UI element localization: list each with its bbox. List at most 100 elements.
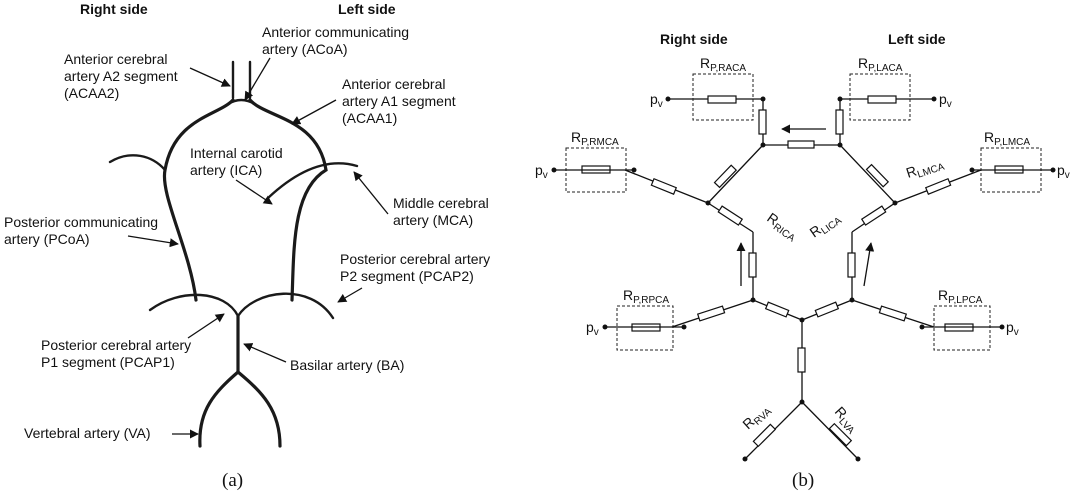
r-p-lmca-main: R: [984, 129, 994, 145]
circuit-nodes: [551, 96, 1056, 462]
r-lmca-sub: LMCA: [916, 161, 946, 180]
node-rpca: [750, 297, 756, 303]
raca-peripheral-box: [692, 73, 754, 121]
pv-lpca-sub: v: [1014, 327, 1019, 338]
resistor-laca: [867, 95, 897, 104]
pcap1-label-line2: P1 segment (PCAP1): [41, 354, 175, 370]
r-p-laca-label: RP,LACA: [858, 55, 903, 74]
r-p-raca-sub: P,RACA: [710, 63, 746, 74]
pcoa-pointer-arrow: [127, 235, 179, 248]
mca-pointer-arrow: [353, 171, 389, 215]
node-lva-terminal: [855, 456, 861, 462]
ba-pointer-arrow: [243, 343, 287, 363]
ica-label-line2: artery (ICA): [190, 162, 262, 178]
resistor-rmca-branch: [650, 177, 678, 195]
left-acaa1-ica-pcoa-vessel: [248, 98, 328, 302]
node-rica-top: [705, 200, 711, 206]
pv-laca-main: p: [939, 91, 947, 107]
racа-wire: [668, 98, 764, 204]
resistor-lacaa2: [865, 163, 890, 188]
pv-rmca-sub: v: [543, 170, 548, 181]
acaa1-label-line1: Anterior cerebral: [342, 76, 446, 92]
pv-rpca-main: p: [586, 319, 594, 335]
resistor-ba: [797, 347, 806, 373]
r-lmca-main: R: [904, 163, 919, 181]
r-p-rmca-label: RP,RMCA: [571, 129, 619, 148]
lpca-peripheral-box: [933, 305, 991, 351]
resistor-racaa2: [713, 164, 738, 189]
node-lica-top: [892, 200, 898, 206]
node-rva-terminal: [742, 456, 748, 462]
right-mca-vessel: [108, 154, 167, 172]
node-laca-terminal: [931, 96, 937, 102]
acoa-pointer-arrow: [244, 57, 271, 101]
pcap2-label-line1: Posterior cerebral artery: [340, 251, 490, 267]
mca-label-line2: artery (MCA): [393, 212, 473, 228]
right-side-heading-b: Right side: [660, 31, 728, 47]
node-lacoa: [837, 142, 843, 148]
r-p-raca-label: RP,RACA: [700, 55, 746, 74]
pv-laca-sub: v: [947, 99, 952, 110]
r-p-raca-main: R: [700, 55, 710, 71]
r-p-rpca-main: R: [623, 287, 633, 303]
r-lmca-label: RLMCA: [904, 154, 946, 184]
node-laca-box: [837, 96, 843, 102]
resistor-lva: [828, 422, 853, 447]
right-side-heading-a: Right side: [80, 1, 148, 17]
rpca-peripheral-box: [616, 305, 674, 351]
resistor-lacaa1: [835, 109, 844, 135]
node-basilar-bottom: [799, 399, 805, 405]
pv-lmca: pv: [1057, 162, 1070, 181]
pv-rpca-sub: v: [594, 327, 599, 338]
node-raca-box: [760, 96, 766, 102]
r-p-rpca-sub: P,RPCA: [633, 295, 669, 306]
resistor-rva: [752, 423, 777, 448]
resistor-lpcap2: [878, 305, 908, 322]
pv-lpca: pv: [1006, 319, 1019, 338]
pv-lmca-main: p: [1057, 162, 1065, 178]
r-p-rmca-sub: P,RMCA: [581, 137, 619, 148]
resistor-rpcap2: [696, 305, 726, 322]
resistor-lmca-branch: [924, 177, 952, 195]
acaa1-label-line3: (ACAA1): [342, 110, 397, 126]
ica-pointer-arrow: [235, 179, 273, 205]
pcap1-pointer-arrow: [187, 313, 225, 339]
acaa2-label-line1: Anterior cerebral: [64, 51, 168, 67]
panel-a-anatomy: Right side Left side Anterior communicat…: [4, 1, 490, 491]
mca-label-line1: Middle cerebral: [393, 195, 489, 211]
pv-raca-main: p: [650, 91, 658, 107]
resistor-rpcoa: [748, 252, 757, 278]
panel-b-caption: (b): [792, 470, 814, 491]
laca-peripheral-box: [849, 73, 911, 121]
pv-rmca: pv: [535, 162, 548, 181]
r-p-lpca-label: RP,LPCA: [938, 287, 983, 306]
resistor-lica: [860, 205, 887, 226]
peripheral-boxes: [565, 73, 1042, 351]
left-side-heading-b: Left side: [888, 31, 946, 47]
acaa2-label-line2: artery A2 segment: [64, 68, 178, 84]
acoa-label-line2: artery (ACoA): [262, 41, 348, 57]
pv-raca-sub: v: [658, 99, 663, 110]
r-rica-sub: RICA: [771, 222, 797, 245]
resistor-acoa: [787, 140, 815, 149]
pcoa-label-line1: Posterior communicating: [4, 214, 158, 230]
resistor-rpcap1: [764, 301, 790, 318]
ica-label-line1: Internal carotid: [190, 145, 283, 161]
left-side-heading-a: Left side: [338, 1, 396, 17]
ba-label: Basilar artery (BA): [290, 357, 404, 373]
laca-wire: [839, 98, 934, 204]
pcap2-pointer-arrow: [337, 287, 363, 303]
left-vertebral-vessel: [236, 370, 282, 448]
terminal-leads: [554, 169, 1053, 328]
pcap1-label-line1: Posterior cerebral artery: [41, 337, 191, 353]
resistor-raca: [707, 95, 737, 104]
va-label: Vertebral artery (VA): [24, 425, 151, 441]
resistor-lpcoa: [847, 252, 856, 278]
r-p-rpca-label: RP,RPCA: [623, 287, 669, 306]
network-wires: [624, 98, 982, 460]
right-pca-vessel: [148, 293, 240, 318]
pv-lpca-main: p: [1006, 319, 1014, 335]
acaa2-label-line3: (ACAA2): [64, 85, 119, 101]
left-pca-vessel: [236, 292, 335, 320]
